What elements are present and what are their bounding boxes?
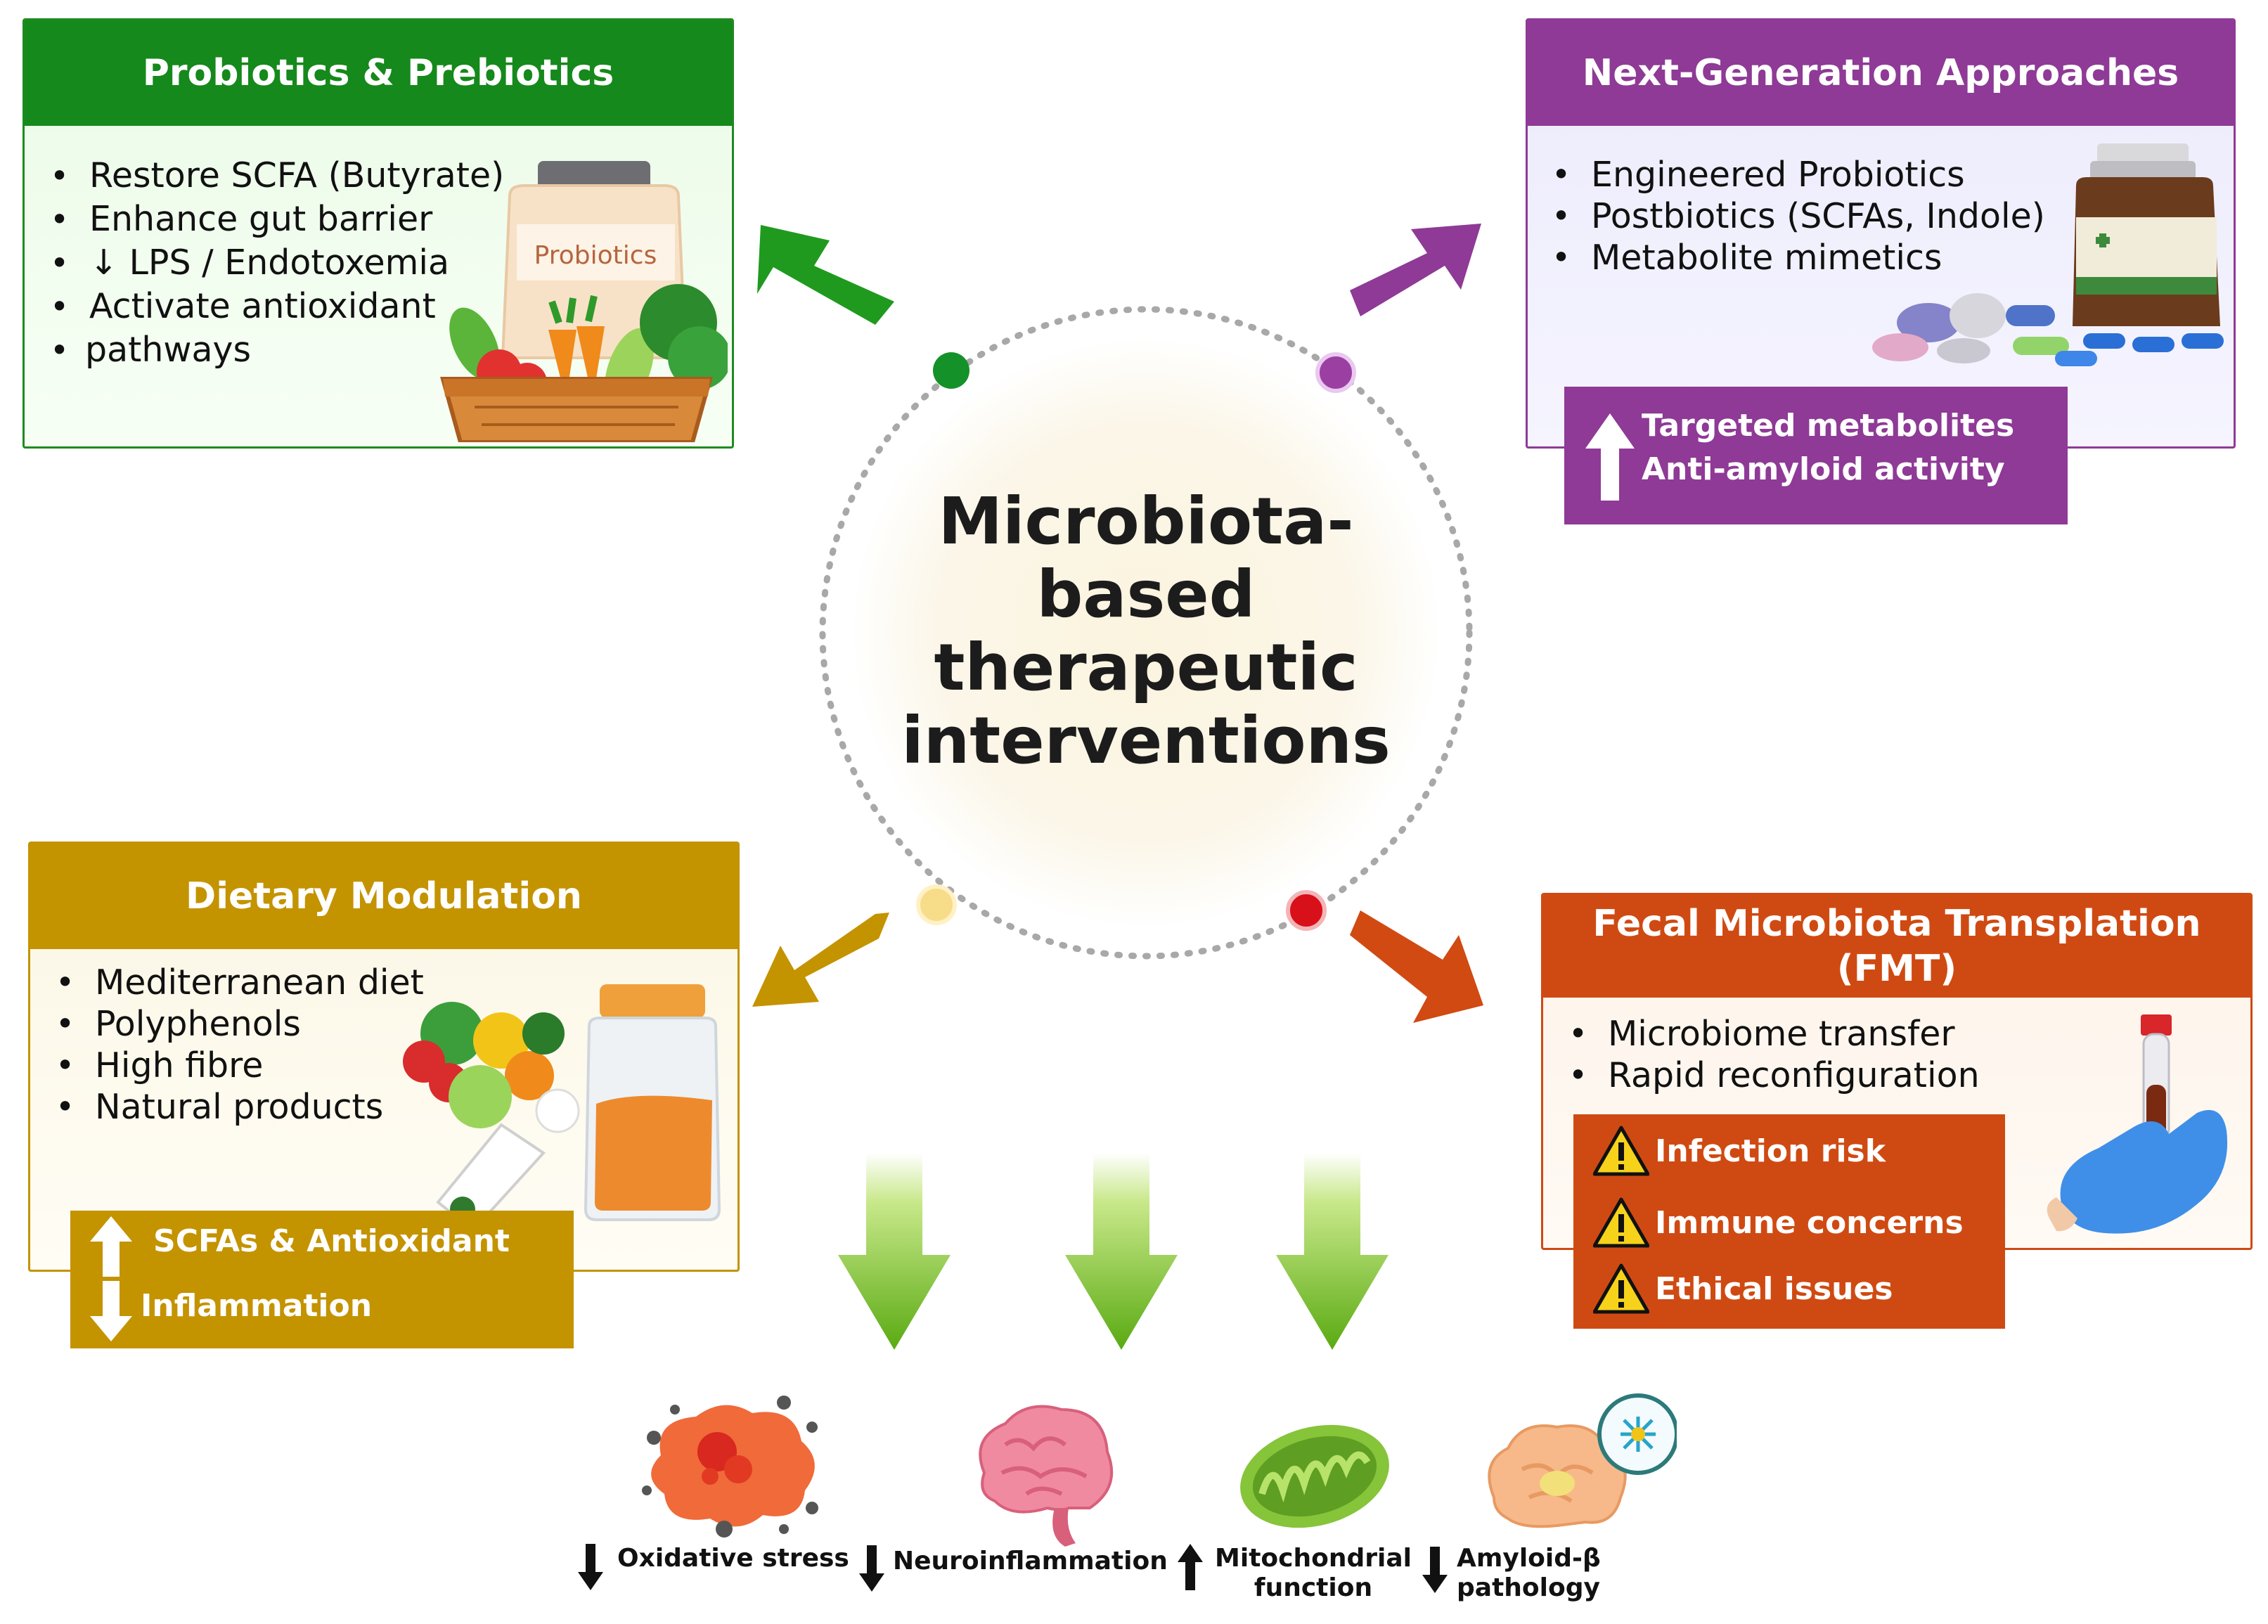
risk-text: Ethical issues <box>1655 1270 1893 1307</box>
down-arrow-icon <box>90 1281 132 1341</box>
fmt-title-line: Fecal Microbiota Transplation <box>1592 903 2201 945</box>
outcome-label: Neuroinflammation <box>893 1547 1168 1575</box>
list-item: Restore SCFA (Butyrate) <box>50 154 504 198</box>
risk-row: Ethical issues <box>1593 1263 1893 1314</box>
fmt-panel: Fecal Microbiota Transplation (FMT) Micr… <box>1541 893 2253 1250</box>
up-arrow-icon <box>1585 413 1635 501</box>
dietary-panel: Dietary Modulation Mediterranean diet Po… <box>28 842 740 1272</box>
list-item: Metabolite mimetics <box>1552 237 2045 278</box>
node-purple <box>1315 352 1356 393</box>
arrow-to-probiotics <box>757 225 894 325</box>
next-gen-panel: Next-Generation Approaches Engineered Pr… <box>1526 18 2236 449</box>
oxidative-stress-icon <box>642 1396 818 1538</box>
outcome-label: Oxidative stress <box>617 1544 849 1573</box>
callout-text: Inflammation <box>141 1288 373 1324</box>
down-arrow-icon <box>859 1545 884 1592</box>
callout-text: SCFAs & Antioxidant <box>153 1223 510 1259</box>
arrow-to-dietary <box>752 913 889 1007</box>
callout-text: Targeted metabolites <box>1642 408 2015 444</box>
probiotics-panel: Probiotics & Prebiotics Restore SCFA (Bu… <box>22 18 734 449</box>
jar-label: Probiotics <box>534 241 657 270</box>
list-item: Rapid reconfiguration <box>1568 1055 1980 1096</box>
list-item: Mediterranean diet <box>56 962 424 1003</box>
warning-icon <box>1593 1197 1649 1248</box>
callout-text: Anti-amyloid activity <box>1642 451 2005 487</box>
up-arrow-icon <box>90 1216 132 1277</box>
next-gen-title: Next-Generation Approaches <box>1528 20 2234 126</box>
risk-text: Infection risk <box>1655 1133 1886 1169</box>
warning-icon <box>1593 1126 1649 1176</box>
list-item: Polyphenols <box>56 1003 424 1045</box>
node-red <box>1286 890 1327 931</box>
pill-bottle-icon <box>1872 143 2224 366</box>
dotted-ring <box>819 306 1473 960</box>
warning-icon <box>1593 1263 1649 1314</box>
center-title-line: therapeutic <box>934 630 1358 705</box>
risk-row: Immune concerns <box>1593 1197 1964 1248</box>
node-green <box>933 352 969 389</box>
outcome-label-line: pathology <box>1457 1573 1600 1602</box>
outcome-label: Amyloid-β pathology <box>1457 1544 1601 1603</box>
probiotics-title: Probiotics & Prebiotics <box>25 20 732 126</box>
outcome-label: Mitochondrial function <box>1215 1544 1412 1603</box>
arrow-to-fmt <box>1350 910 1483 1023</box>
list-item: Postbiotics (SCFAs, Indole) <box>1552 195 2045 237</box>
list-item: ↓ LPS / Endotoxemia <box>50 241 504 285</box>
arrow-to-next-gen <box>1350 224 1481 316</box>
down-arrow-3 <box>1276 1153 1388 1350</box>
dietary-title: Dietary Modulation <box>30 844 737 949</box>
down-arrow-icon <box>1422 1547 1448 1593</box>
list-item: High fibre <box>56 1045 424 1086</box>
amyloid-brain-icon <box>1488 1393 1677 1528</box>
node-yellow <box>916 884 957 925</box>
list-item: Engineered Probiotics <box>1552 154 2045 195</box>
center-title-line: interventions <box>901 703 1391 778</box>
list-item: Enhance gut barrier <box>50 198 504 241</box>
risk-row: Infection risk <box>1593 1126 1886 1176</box>
down-arrow-icon <box>578 1544 603 1590</box>
dietary-list: Mediterranean diet Polyphenols High fibr… <box>56 962 424 1128</box>
probiotics-list: Restore SCFA (Butyrate) Enhance gut barr… <box>50 154 504 372</box>
probiotics-jar-basket-icon: Probiotics <box>440 161 728 442</box>
outcome-label-line: function <box>1254 1573 1373 1602</box>
brain-icon <box>979 1405 1114 1547</box>
center-title-line: Microbiota- <box>938 484 1354 559</box>
fmt-title-line: (FMT) <box>1836 948 1957 990</box>
down-arrow-1 <box>838 1153 951 1350</box>
fmt-list: Microbiome transfer Rapid reconfiguratio… <box>1568 1013 1980 1096</box>
next-gen-list: Engineered Probiotics Postbiotics (SCFAs… <box>1552 154 2045 278</box>
list-item: Microbiome transfer <box>1568 1013 1980 1055</box>
up-arrow-icon <box>1178 1544 1203 1590</box>
down-arrow-2 <box>1065 1153 1178 1350</box>
center-title: Microbiota- based therapeutic interventi… <box>872 485 1420 778</box>
mitochondria-icon <box>1240 1424 1389 1528</box>
fmt-risk-box: Infection risk Immune concerns Ethical i… <box>1573 1114 2005 1329</box>
list-item: Activate antioxidant <box>50 285 504 328</box>
dietary-callout: SCFAs & Antioxidant Inflammation <box>70 1211 574 1348</box>
center-title-line: based <box>1036 557 1256 632</box>
list-item-continuation: pathways <box>50 328 504 372</box>
fmt-title: Fecal Microbiota Transplation (FMT) <box>1543 895 2250 998</box>
outcome-label-line: Mitochondrial <box>1215 1544 1412 1573</box>
risk-text: Immune concerns <box>1655 1204 1964 1241</box>
outcome-label-line: Amyloid-β <box>1457 1544 1601 1573</box>
gloved-hand-tube-icon <box>2047 1014 2228 1234</box>
vegetable-bouquet-jar-icon <box>403 984 721 1233</box>
next-gen-callout: Targeted metabolites Anti-amyloid activi… <box>1564 387 2068 524</box>
list-item: Natural products <box>56 1086 424 1128</box>
